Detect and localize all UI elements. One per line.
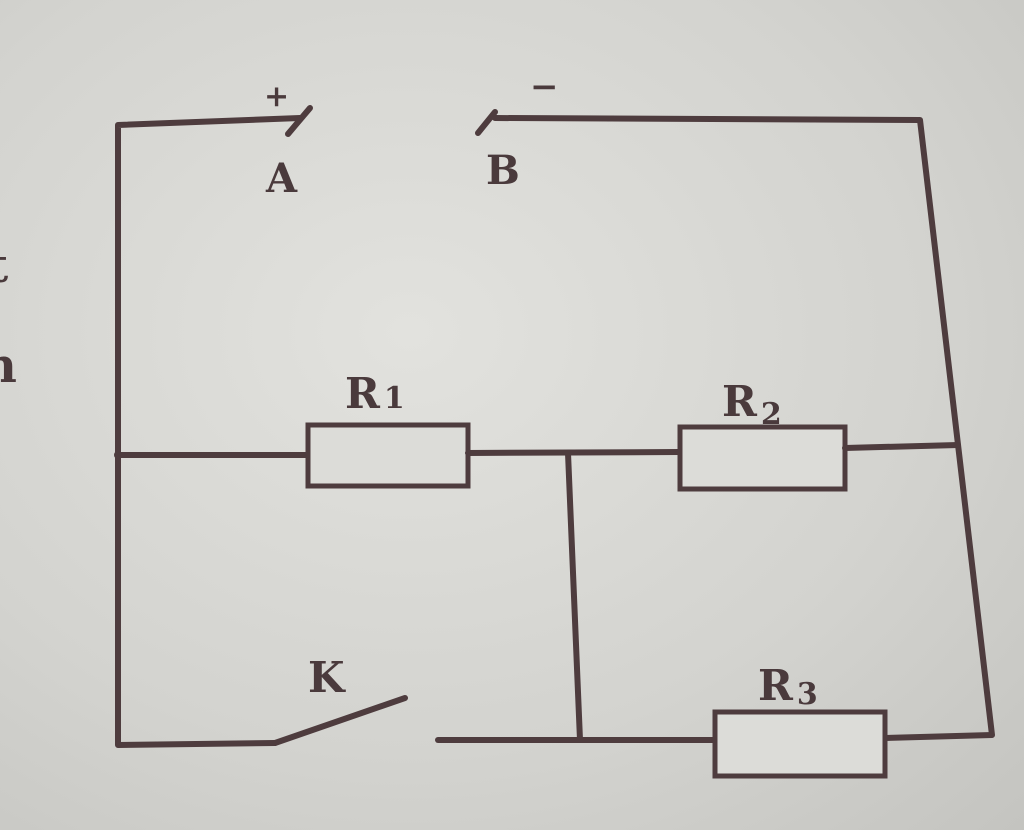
- middle-wire: [465, 449, 683, 456]
- resistor-r1: [305, 422, 471, 489]
- switch-k: [272, 695, 408, 746]
- resistor-r2: [677, 424, 848, 492]
- terminal-b-label: B: [486, 147, 520, 194]
- margin-text: t: [0, 238, 8, 294]
- middle-wire: [842, 442, 961, 451]
- terminal-b: [475, 109, 498, 136]
- terminal-a: [285, 105, 313, 137]
- switch-label: K: [308, 653, 346, 702]
- resistor-r3: [712, 709, 888, 779]
- vertical-wire: [565, 450, 583, 743]
- right-wire: [492, 115, 995, 741]
- junction-dot: [114, 451, 122, 459]
- left-wire: [115, 115, 303, 748]
- plus-sign: +: [264, 79, 289, 114]
- margin-text: n: [0, 338, 17, 394]
- terminal-a-label: A: [265, 155, 298, 202]
- minus-sign: −: [530, 67, 559, 107]
